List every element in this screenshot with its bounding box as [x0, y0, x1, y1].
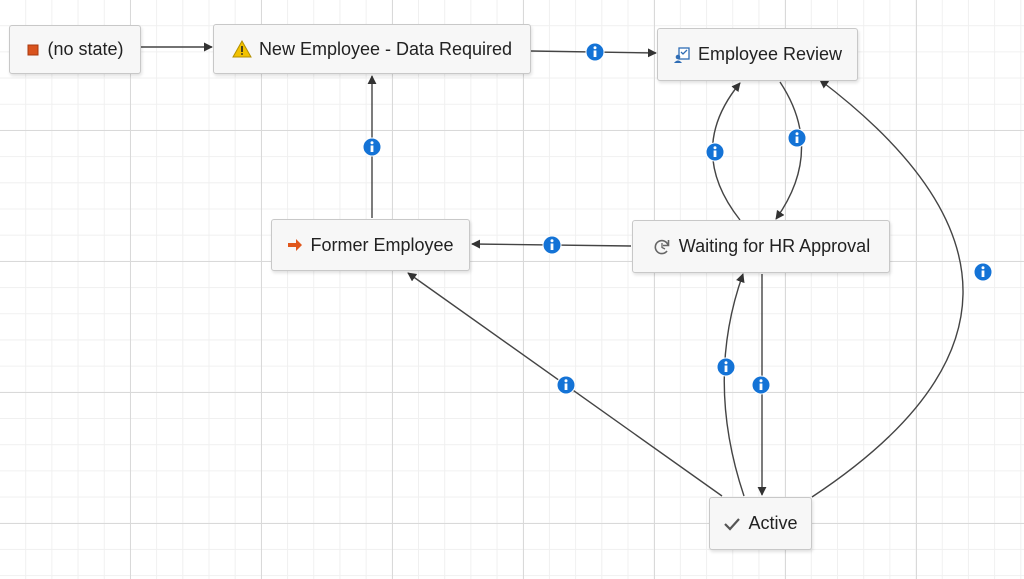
- state-node-new-employee[interactable]: New Employee - Data Required: [213, 24, 531, 74]
- warning-icon: [232, 40, 252, 58]
- state-node-waiting-hr-approval[interactable]: Waiting for HR Approval: [632, 220, 890, 273]
- checkmark-icon: [723, 517, 741, 531]
- state-label: New Employee - Data Required: [258, 38, 513, 59]
- refresh-icon: [652, 237, 672, 257]
- state-node-no-state[interactable]: (no state): [9, 25, 141, 74]
- transition-active-to-waiting-hr[interactable]: [723, 273, 745, 497]
- info-icon[interactable]: [705, 142, 725, 162]
- info-icon[interactable]: [716, 357, 736, 377]
- info-icon[interactable]: [751, 375, 771, 395]
- arrow-right-icon: [287, 238, 303, 252]
- state-label: Former Employee: [310, 234, 454, 255]
- state-label: Employee Review: [697, 44, 843, 64]
- state-label: (no state): [47, 39, 124, 59]
- review-icon: [673, 46, 691, 64]
- state-node-active[interactable]: Active: [709, 497, 812, 550]
- info-icon[interactable]: [787, 128, 807, 148]
- info-icon[interactable]: [556, 375, 576, 395]
- state-node-employee-review[interactable]: Employee Review: [657, 28, 858, 81]
- state-label: Waiting for HR Approval: [678, 236, 871, 256]
- info-icon[interactable]: [542, 235, 562, 255]
- stop-square-icon: [26, 43, 40, 57]
- info-icon[interactable]: [973, 262, 993, 282]
- info-icon[interactable]: [362, 137, 382, 157]
- transition-employee-review-to-waiting-hr[interactable]: [775, 81, 803, 220]
- state-label: Active: [748, 513, 798, 533]
- transition-active-to-employee-review[interactable]: [811, 79, 964, 498]
- state-node-former-employee[interactable]: Former Employee: [271, 219, 470, 271]
- info-icon[interactable]: [585, 42, 605, 62]
